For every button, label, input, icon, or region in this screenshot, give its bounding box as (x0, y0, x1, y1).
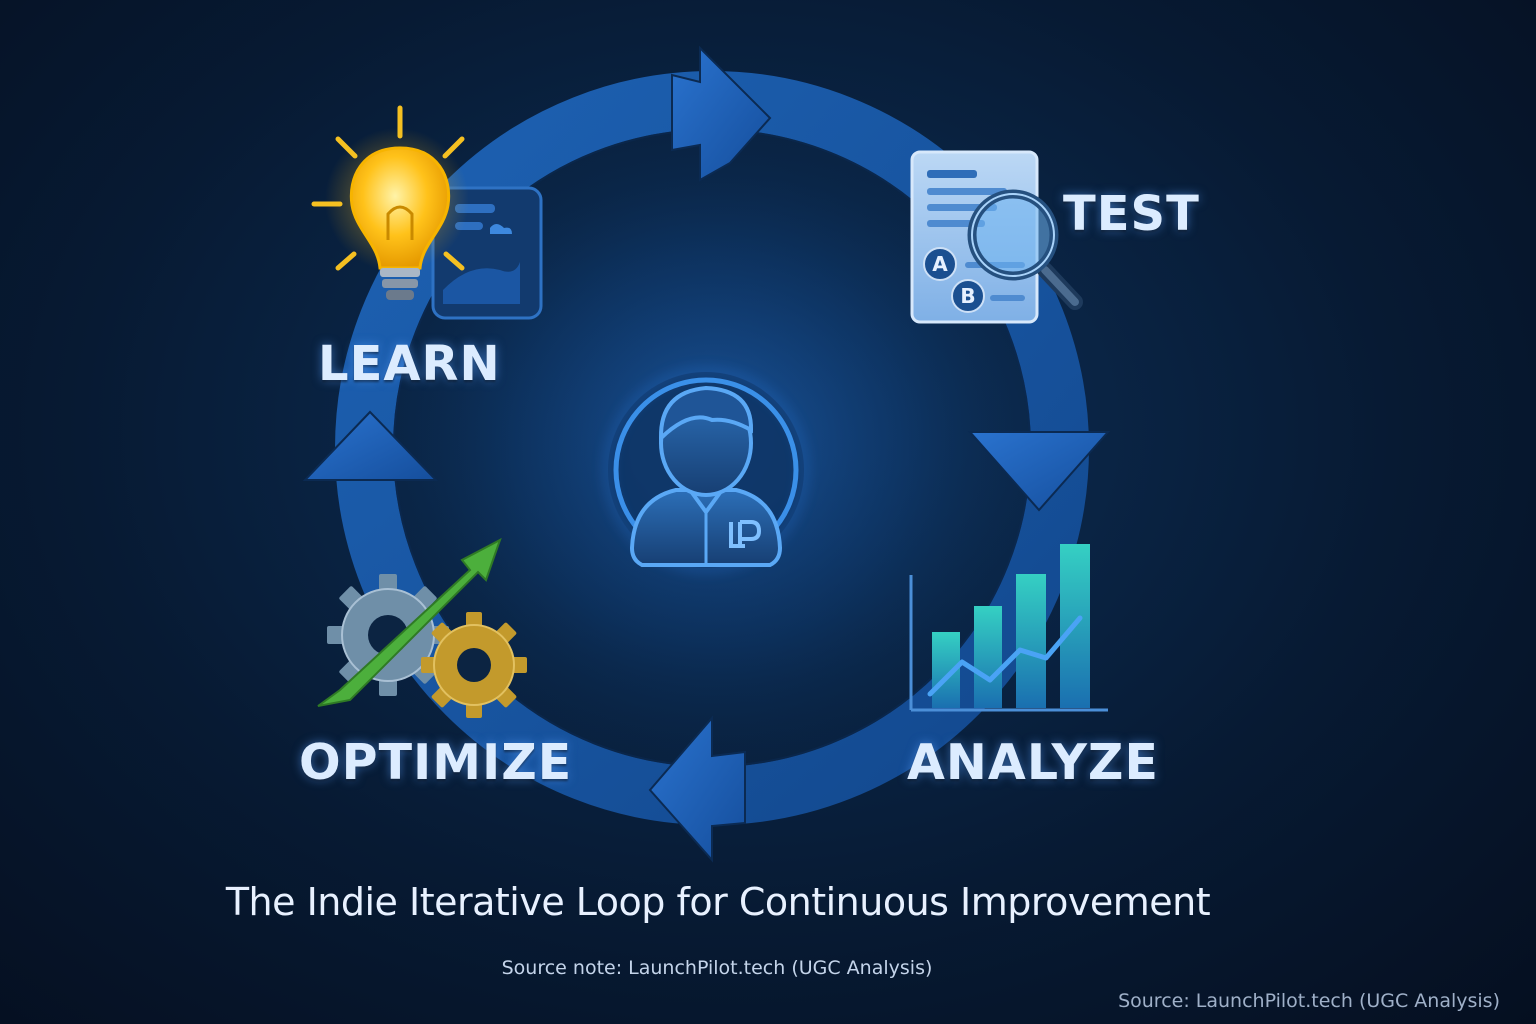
stage-label-optimize: OPTIMIZE (299, 734, 573, 791)
source-note: Source note: LaunchPilot.tech (UGC Analy… (501, 957, 933, 979)
stage-label-learn: LEARN (318, 336, 501, 392)
loop-arrow-bottom (648, 715, 746, 863)
ab-test-document-magnifier-icon: A B (910, 150, 1083, 324)
bar-chart-trend-icon (909, 544, 1108, 712)
loop-arrow-top (671, 45, 772, 182)
source-credit: Source: LaunchPilot.tech (UGC Analysis) (1118, 990, 1500, 1012)
lightbulb-icon (311, 105, 543, 320)
test-marker-b: B (960, 284, 975, 308)
stage-label-test: TEST (1063, 186, 1200, 242)
user-profile-icon (603, 367, 809, 573)
loop-arrow-right (967, 431, 1111, 512)
diagram-title: The Indie Iterative Loop for Continuous … (225, 880, 1211, 924)
test-marker-a: A (932, 252, 948, 276)
stage-label-analyze: ANALYZE (907, 734, 1159, 791)
loop-arrow-left (302, 410, 439, 481)
lp-logo-icon (729, 520, 762, 548)
gears-growth-arrow-icon (317, 537, 527, 718)
